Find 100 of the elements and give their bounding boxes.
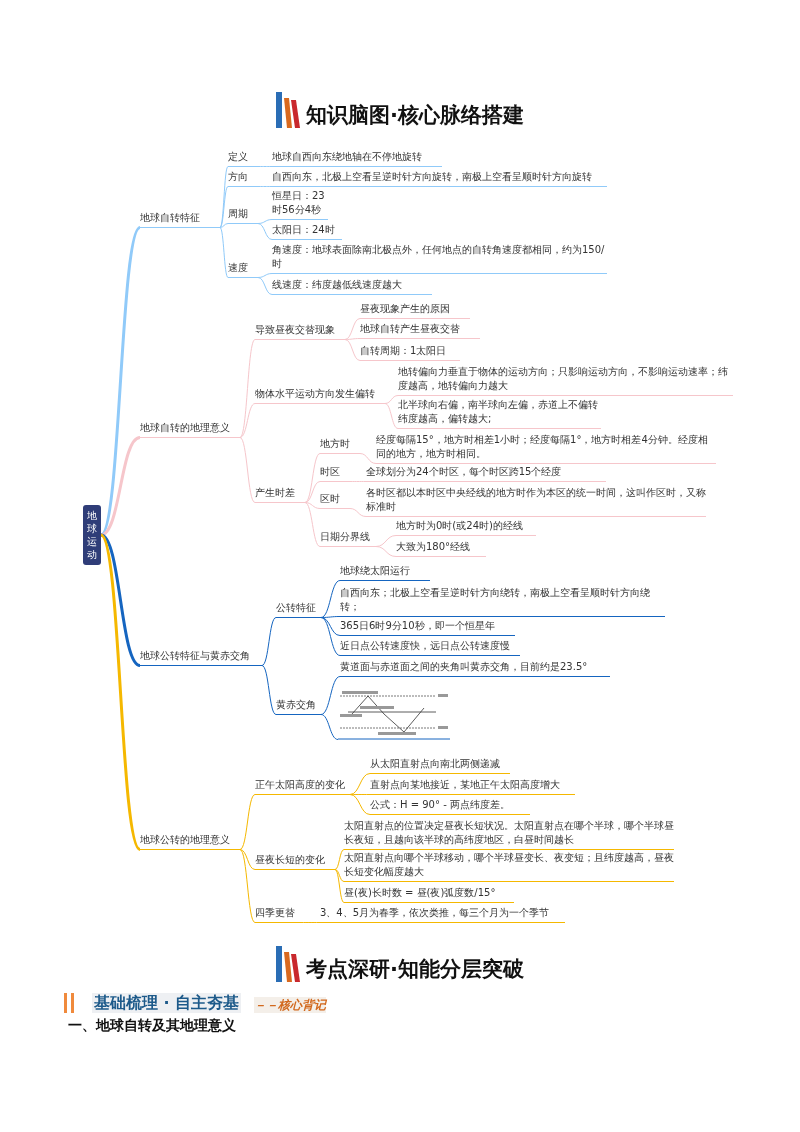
leaf-note: 地球自西向东绕地轴在不停地旋转	[272, 150, 442, 167]
branch-line	[257, 273, 273, 278]
subtopic: 时区	[320, 465, 350, 482]
branch-line	[349, 794, 371, 815]
subtopic: 昼夜长短的变化	[255, 853, 335, 870]
picture	[338, 688, 450, 740]
branch-line	[344, 338, 361, 340]
branch-line	[304, 502, 321, 509]
branch-line	[257, 186, 273, 187]
leaf-note: 恒星日：23时56分4秒	[272, 189, 328, 220]
branch-line	[100, 436, 141, 537]
branch-line	[349, 481, 367, 482]
subtopic: 公转特征	[276, 601, 321, 618]
branch-line	[320, 676, 341, 715]
branch-line	[257, 166, 273, 167]
root-topic: 地球运动	[83, 505, 101, 565]
leaf-note: 从太阳直射点向南北两侧递减	[370, 757, 510, 774]
leaf-note: 地球自转产生昼夜交替	[360, 322, 480, 339]
branch-line	[304, 502, 321, 547]
branch-line	[320, 617, 341, 636]
leaf-note: 3、4、5月为春季，依次类推，每三个月为一个季节	[320, 906, 565, 923]
section-heading: 基础梳理 · 自主夯基	[92, 993, 242, 1013]
branch-line	[304, 453, 321, 503]
branch-line	[257, 277, 273, 295]
leaf-note: 太阳直射点向哪个半球移动，哪个半球昼变长、夜变短；且纬度越高，昼夜长短变化幅度越大	[344, 851, 674, 882]
subtopic: 导致昼夜交替现象	[255, 323, 345, 340]
subtopic: 黄赤交角	[276, 698, 321, 715]
subtopic: 区时	[320, 492, 350, 509]
leaf-note: 365日6时9分10秒，即一个恒星年	[340, 619, 515, 636]
branch-line	[304, 481, 321, 503]
branch-line	[239, 849, 256, 870]
subtopic: 周期	[228, 207, 258, 224]
branch-line	[239, 794, 256, 850]
leaf-note: 北半球向右偏，南半球向左偏，赤道上不偏转纬度越高，偏转越大;	[398, 398, 601, 429]
leaf-note: 角速度：地球表面除南北极点外，任何地点的自转角速度都相同，约为150/时	[272, 243, 607, 274]
main-topic: 地球自转特征	[140, 211, 220, 228]
leaf-note: 各时区都以本时区中央经线的地方时作为本区的统一时间，这叫作区时，又称标准时	[366, 486, 706, 517]
subtopic: 正午太阳高度的变化	[255, 778, 350, 795]
branch-line	[261, 665, 277, 715]
branch-line	[375, 535, 397, 547]
branch-line	[239, 849, 256, 923]
subtopic: 方向	[228, 170, 258, 187]
subtopic: 定义	[228, 150, 258, 167]
branch-line	[344, 339, 361, 361]
leaf-note: 线速度：纬度越低线速度越大	[272, 278, 432, 295]
branch-line	[349, 508, 367, 517]
main-topic: 地球公转特征与黄赤交角	[140, 649, 262, 666]
branch-line	[219, 186, 229, 228]
main-topic: 地球公转的地理意义	[140, 833, 240, 850]
branch-line	[219, 223, 229, 228]
page-title: 知识脑图·核心脉络搭建	[306, 102, 524, 128]
branch-line	[344, 318, 361, 340]
branch-line	[261, 617, 277, 666]
branch-line	[334, 849, 345, 870]
leaf-note: 地转偏向力垂直于物体的运动方向；只影响运动方向，不影响运动速率；纬度越高，地转偏向力越大	[398, 365, 733, 396]
branch-line	[239, 403, 256, 438]
branch-line	[99, 534, 142, 851]
leaf-note: 经度每隔15°，地方时相差1小时；经度每隔1°，地方时相差4分钟。经度相同的地方，地方时相同。	[376, 433, 716, 464]
subtopic: 四季更替	[255, 906, 300, 923]
branch-line	[384, 395, 399, 404]
branch-line	[239, 339, 256, 438]
branch-line	[320, 714, 339, 740]
main-topic: 地球自转的地理意义	[140, 421, 240, 438]
branch-line	[299, 922, 321, 923]
subtopic: 速度	[228, 261, 258, 278]
leaf-note: 黄道面与赤道面之间的夹角叫黄赤交角，目前约是23.5°	[340, 660, 610, 677]
leaf-note: 太阳日：24时	[272, 223, 342, 240]
leaf-note: 地球绕太阳运行	[340, 564, 430, 581]
leaf-note: 近日点公转速度快，远日点公转速度慢	[340, 639, 520, 656]
leaf-note: 太阳直射点的位置决定昼夜长短状况。太阳直射点在哪个半球，哪个半球昼长夜短，且越向该半球的高纬度地区，白昼时间越长	[344, 819, 674, 850]
branch-line	[320, 617, 341, 656]
leaf-note: 公式：H = 90° - 两点纬度差。	[370, 798, 530, 815]
branch-line	[239, 437, 256, 503]
leaf-note: 昼(夜)长时数 = 昼(夜)弧度数/15°	[344, 886, 514, 903]
leaf-note: 地方时为0时(或24时)的经线	[396, 519, 536, 536]
branch-line	[99, 226, 142, 536]
branch-line	[219, 227, 229, 278]
subtopic: 物体水平运动方向发生偏转	[255, 387, 385, 404]
leaf-note: 昼夜现象产生的原因	[360, 302, 470, 319]
branch-line	[349, 773, 371, 795]
subtopic: 地方时	[320, 437, 360, 454]
leaf-note: 全球划分为24个时区，每个时区跨15个经度	[366, 465, 606, 482]
tag-text: －－核心背记	[254, 997, 326, 1013]
branch-line	[375, 546, 397, 557]
leaf-note: 大致为180°经线	[396, 540, 486, 557]
branch-line	[100, 533, 141, 667]
leaf-note: 自西向东，北极上空看呈逆时针方向旋转，南极上空看呈顺时针方向旋转	[272, 170, 607, 187]
subheading: 一、地球自转及其地理意义	[68, 1016, 236, 1034]
branch-line	[320, 580, 341, 618]
leaf-note: 自转周期：1太阳日	[360, 344, 460, 361]
leaf-note: 直射点向某地接近，某地正午太阳高度增大	[370, 778, 575, 795]
branch-line	[359, 453, 377, 464]
section-title: 考点深研·知能分层突破	[306, 956, 524, 982]
subtopic: 日期分界线	[320, 530, 376, 547]
branch-line	[257, 219, 273, 224]
subtopic: 产生时差	[255, 486, 305, 503]
leaf-note: 自西向东；北极上空看呈逆时针方向绕转，南极上空看呈顺时针方向绕转；	[340, 586, 665, 617]
branch-line	[257, 223, 273, 240]
branch-line	[334, 869, 345, 882]
branch-line	[384, 403, 399, 429]
